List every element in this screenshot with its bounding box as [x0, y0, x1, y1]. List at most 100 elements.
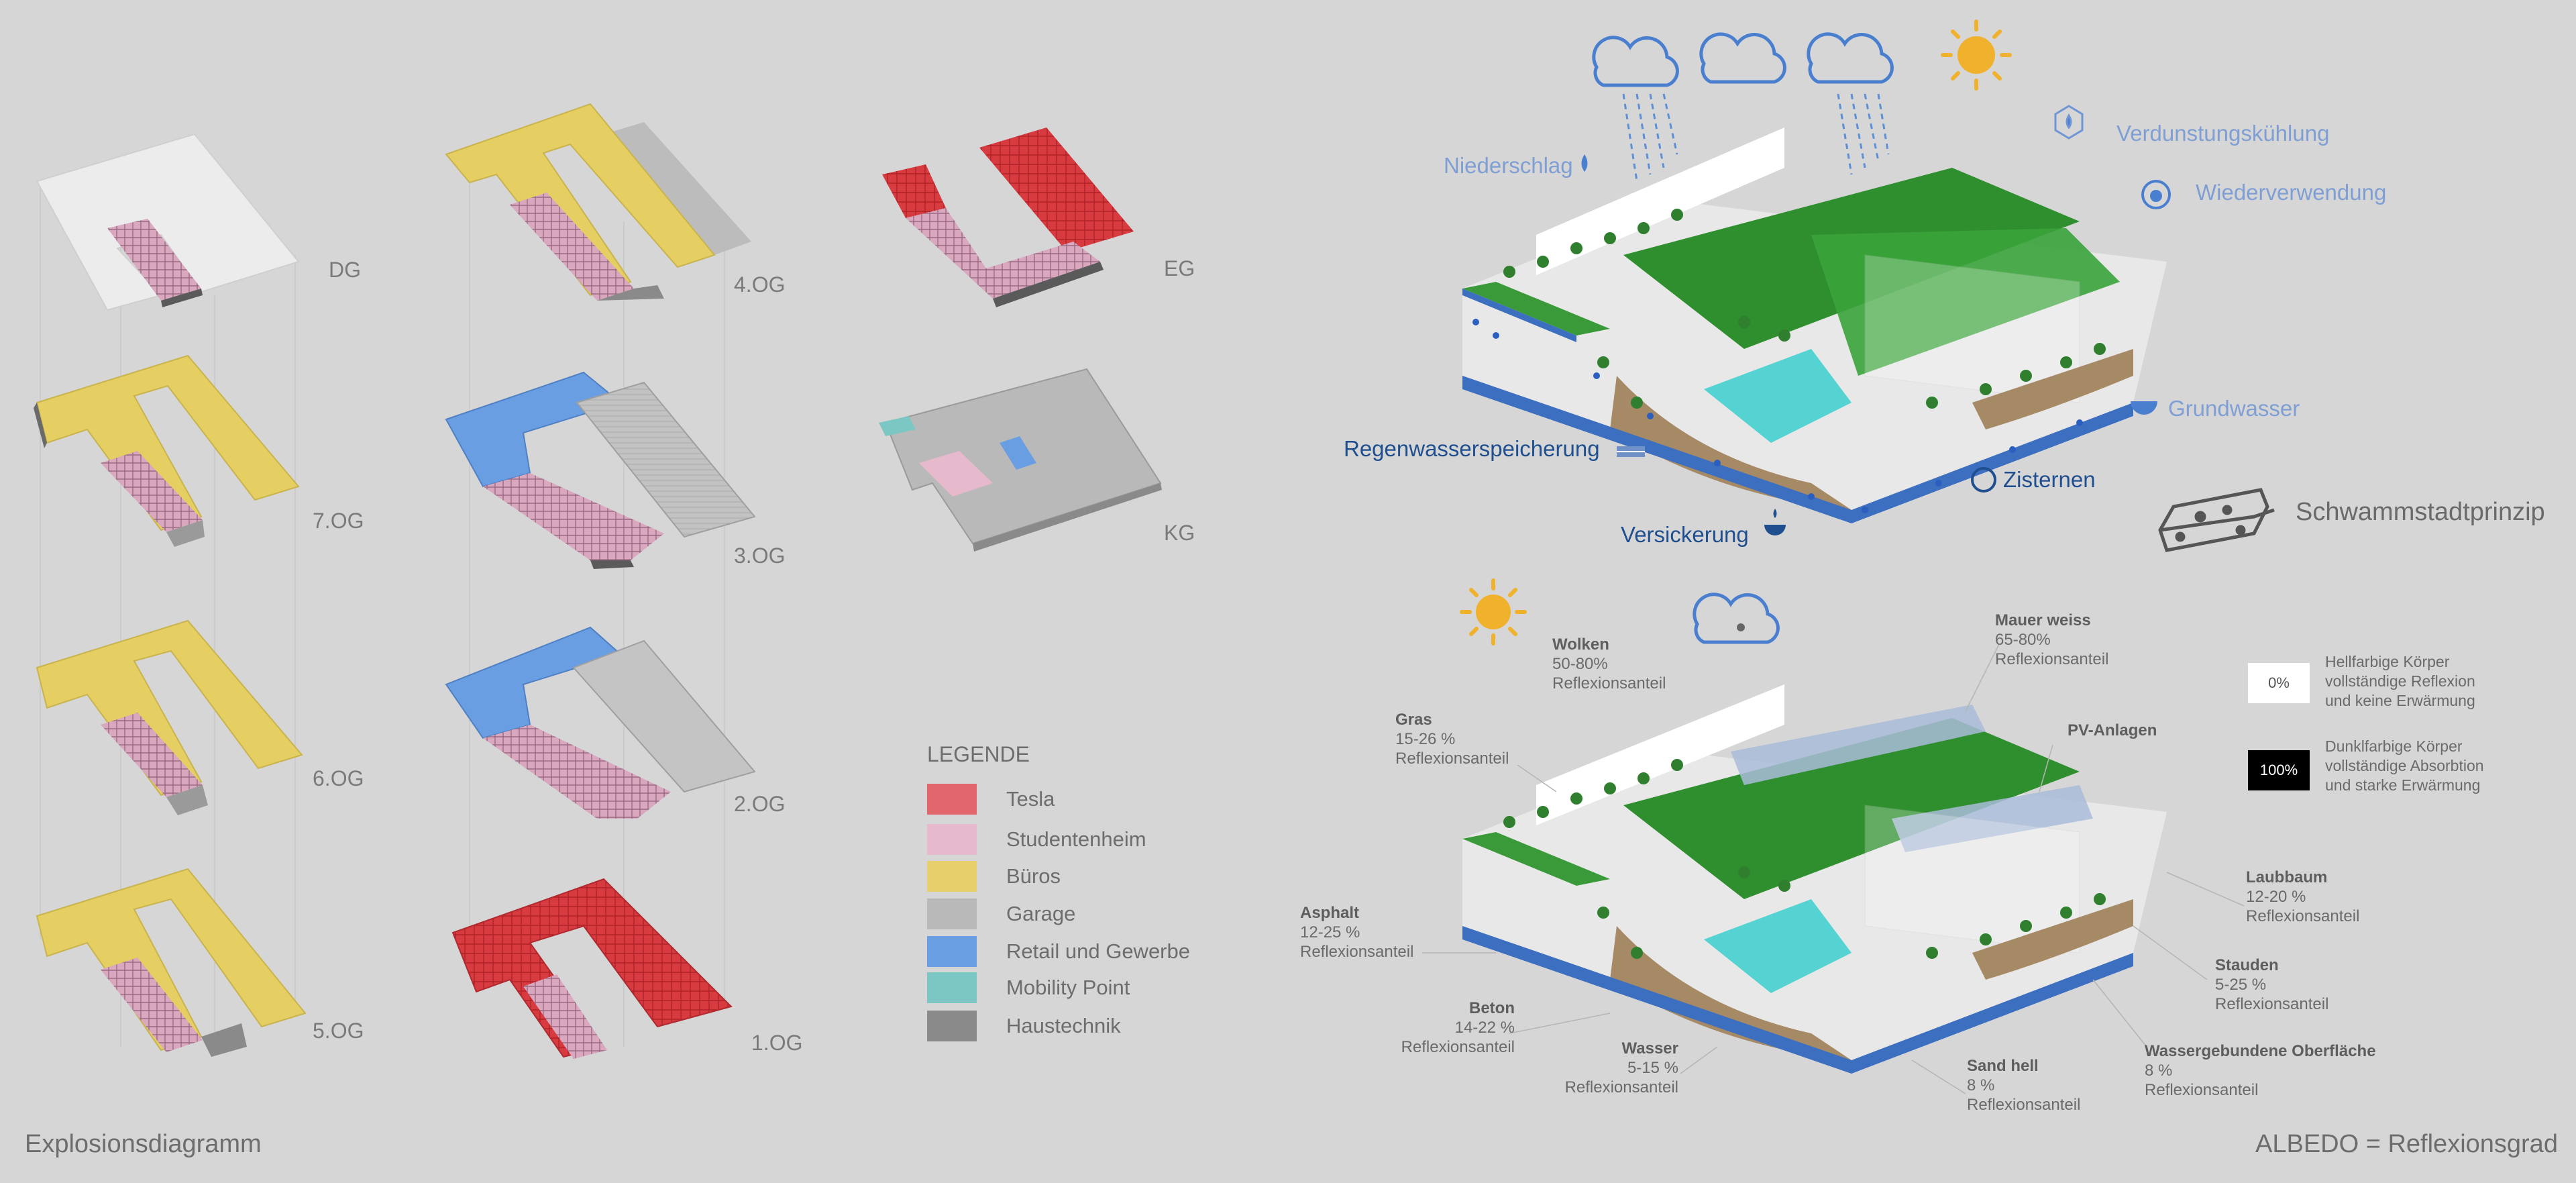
- albedo-value: 50-80%: [1552, 655, 1608, 673]
- key-line: Hellfarbige Körper: [2325, 653, 2450, 670]
- key-light-box: 0%: [2248, 663, 2310, 703]
- cloud-icon: [1592, 32, 1894, 87]
- legend-item-studentenheim: Studentenheim: [927, 824, 1146, 855]
- legend-label: Büros: [1006, 864, 1061, 888]
- legend-swatches: [927, 784, 977, 1041]
- legend-label: Retail und Gewerbe: [1006, 939, 1190, 963]
- albedo-value: 5-25 %: [2215, 976, 2267, 994]
- albedo-name: Wassergebundene Oberfläche: [2145, 1042, 2376, 1060]
- albedo-unit: Reflexionsanteil: [1401, 1038, 1515, 1056]
- key-line: vollständige Absorbtion: [2325, 757, 2484, 774]
- albedo-unit: Reflexionsanteil: [1564, 1078, 1678, 1096]
- albedo-unit: Reflexionsanteil: [1300, 943, 1414, 961]
- cloud-icon: [1693, 593, 1780, 644]
- key-light-text: Hellfarbige Körper vollständige Reflexio…: [2325, 652, 2475, 711]
- leader-lines: [1422, 644, 2245, 1094]
- rain-icon: [1622, 93, 1890, 182]
- albedo-value: 12-25 %: [1300, 923, 1360, 941]
- albedo-name: Laubbaum: [2246, 868, 2328, 886]
- floor-plan-dg: [36, 133, 300, 311]
- label-verdunstungskuehlung: Verdunstungskühlung: [2116, 121, 2330, 146]
- floor-plan-kg: [879, 368, 1162, 552]
- albedo-unit: Reflexionsanteil: [1552, 674, 1666, 692]
- caption-albedo: ALBEDO = Reflexionsgrad: [2255, 1130, 2558, 1158]
- floor-label-dg: DG: [329, 258, 361, 282]
- key-line: vollständige Reflexion: [2325, 672, 2475, 690]
- albedo-unit: Reflexionsanteil: [1995, 650, 2109, 668]
- legend-item-bueros: Büros: [927, 861, 1061, 892]
- albedo-value: 12-20 %: [2246, 888, 2306, 906]
- reuse-icon: [2141, 180, 2171, 209]
- albedo-unit: Reflexionsanteil: [1967, 1096, 2081, 1114]
- albedo-value: 8 %: [1967, 1076, 1995, 1094]
- albedo-value: 65-80%: [1995, 631, 2051, 649]
- key-line: und starke Erwärmung: [2325, 776, 2481, 794]
- legend-item-garage: Garage: [927, 898, 1075, 929]
- albedo-name: Asphalt: [1300, 904, 1360, 922]
- key-dark-text: Dunklfarbige Körper vollständige Absorbt…: [2325, 737, 2484, 795]
- floor-plan-2og: [445, 626, 756, 819]
- albedo-value: 8 %: [2145, 1062, 2173, 1080]
- albedo-name: Mauer weiss: [1995, 611, 2091, 629]
- cooling-icon: [2054, 105, 2084, 140]
- albedo-wassergebundene-oberflaeche: Wassergebundene Oberfläche 8 %Reflexionsa…: [2145, 1041, 2376, 1100]
- albedo-name: Gras: [1395, 711, 1432, 729]
- floor-label-4og: 4.OG: [734, 272, 786, 297]
- key-line: und keine Erwärmung: [2325, 692, 2475, 709]
- albedo-pv-anlagen: PV-Anlagen: [2068, 721, 2157, 740]
- floor-plan-4og: [445, 103, 751, 301]
- legend-title: LEGENDE: [927, 742, 1030, 766]
- legend-label: Haustechnik: [1006, 1014, 1121, 1037]
- albedo-mauer-weiss: Mauer weiss 65-80%Reflexionsanteil: [1995, 611, 2108, 669]
- label-schwammstadtprinzip: Schwammstadtprinzip: [2296, 498, 2545, 526]
- cistern-icon: [1971, 467, 1996, 493]
- albedo-unit: Reflexionsanteil: [1395, 750, 1509, 768]
- floor-label-kg: KG: [1164, 521, 1195, 545]
- legend-label: Garage: [1006, 902, 1076, 925]
- water-drop-icon: [1581, 154, 1588, 172]
- label-zisternen: Zisternen: [2003, 467, 2096, 492]
- albedo-name: PV-Anlagen: [2068, 721, 2157, 739]
- sponge-icon: [2158, 488, 2275, 552]
- floor-label-1og: 1.OG: [751, 1031, 803, 1055]
- label-wiederverwendung: Wiederverwendung: [2196, 180, 2387, 205]
- legend-label: Studentenheim: [1006, 827, 1146, 851]
- groundwater-icon: [2131, 401, 2157, 415]
- floor-plan-5og: [36, 868, 307, 1057]
- infiltration-icon: [1764, 509, 1786, 535]
- floor-plan-7og: [34, 354, 300, 547]
- floor-label-7og: 7.OG: [313, 509, 364, 533]
- floor-plan-1og: [451, 878, 733, 1059]
- legend-item-retail: Retail und Gewerbe: [927, 936, 1190, 967]
- legend-label: Mobility Point: [1006, 976, 1130, 999]
- label-grundwasser: Grundwasser: [2168, 396, 2300, 421]
- label-regenwasserspeicherung: Regenwasserspeicherung: [1344, 436, 1600, 461]
- floor-plan-3og: [445, 371, 756, 569]
- floor-label-3og: 3.OG: [734, 544, 786, 568]
- storage-icon: [1617, 446, 1645, 457]
- floor-label-2og: 2.OG: [734, 792, 786, 816]
- legend-item-tesla: Tesla: [927, 784, 1055, 815]
- albedo-unit: Reflexionsanteil: [2145, 1081, 2259, 1099]
- floor-plan-eg: [882, 127, 1134, 307]
- albedo-value: 15-26 %: [1395, 730, 1456, 748]
- legend-label: Tesla: [1006, 787, 1055, 811]
- sun-icon: [1460, 578, 1527, 646]
- albedo-name: Wolken: [1552, 635, 1609, 654]
- legend-item-mobility: Mobility Point: [927, 972, 1130, 1003]
- key-line: Dunklfarbige Körper: [2325, 737, 2463, 755]
- key-dark-box: 100%: [2248, 750, 2310, 790]
- sun-icon: [1941, 19, 2012, 91]
- albedo-name: Stauden: [2215, 956, 2279, 974]
- albedo-value: 14-22 %: [1454, 1019, 1515, 1037]
- sponge-city-diagram: [1462, 19, 2275, 552]
- albedo-value: 5-15 %: [1627, 1059, 1678, 1077]
